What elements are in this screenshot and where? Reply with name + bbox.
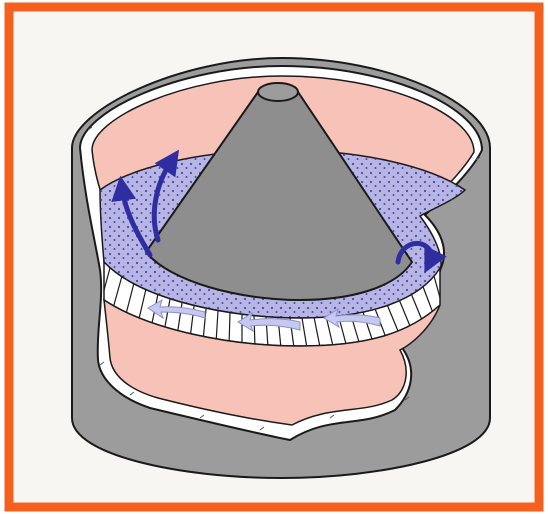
cone-tip xyxy=(258,83,298,101)
